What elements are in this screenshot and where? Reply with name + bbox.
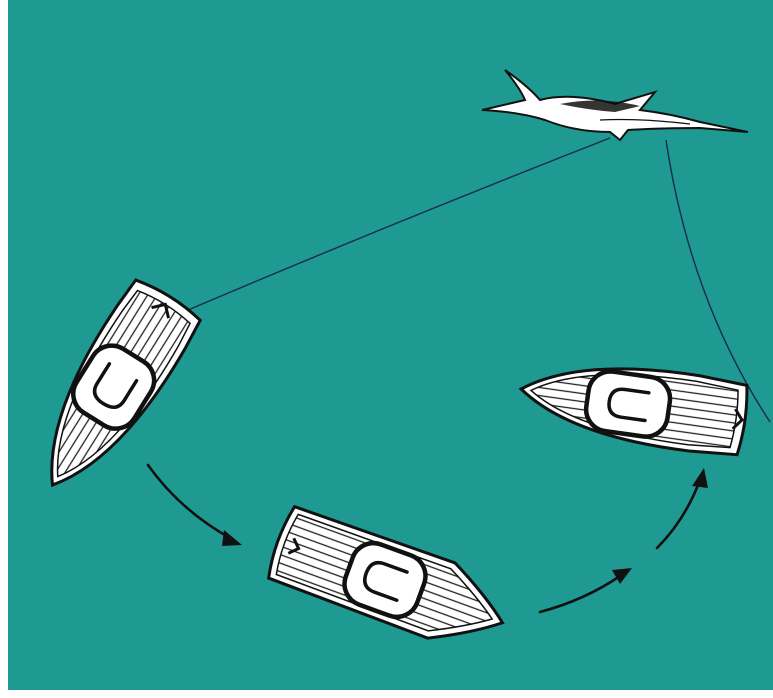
arrow-2 xyxy=(538,568,632,614)
boat-2-icon xyxy=(266,504,505,640)
boat-3-icon xyxy=(518,367,749,457)
arrow-1 xyxy=(146,463,242,546)
fishing-line-1 xyxy=(187,137,611,311)
marlin-icon xyxy=(481,69,749,142)
boat-1-icon xyxy=(50,278,203,488)
arrow-3 xyxy=(655,468,708,550)
fishing-line-2 xyxy=(665,139,771,423)
